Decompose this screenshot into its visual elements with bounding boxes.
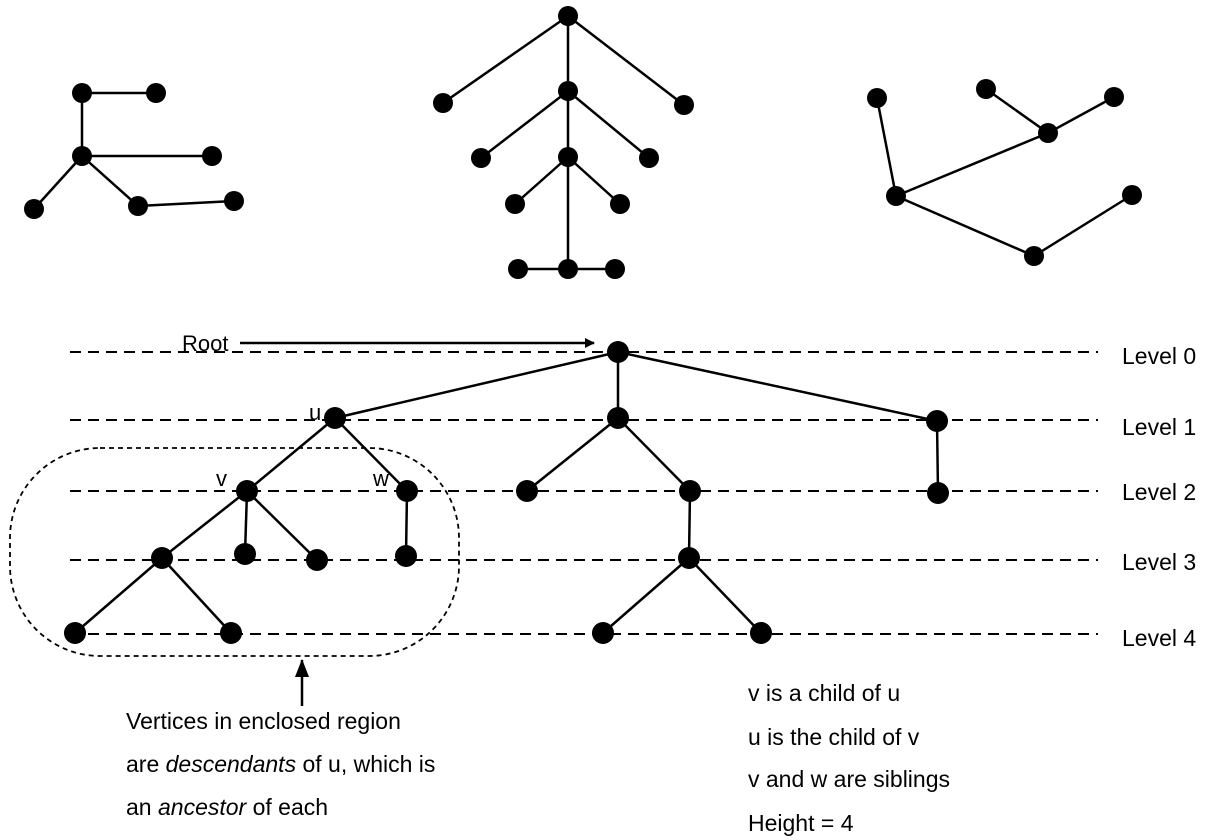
caption-text: of each	[246, 794, 328, 820]
tree-vertex	[395, 545, 417, 567]
caption-emphasis: descendants	[166, 751, 297, 777]
vertex-label-u: u	[309, 400, 321, 425]
tree-vertex	[72, 83, 92, 103]
caption-text: Vertices in enclosed region	[126, 708, 401, 734]
tree-vertex	[867, 88, 887, 108]
vertex-w	[396, 480, 418, 502]
tree-vertex	[146, 83, 166, 103]
tree-vertex	[558, 147, 578, 167]
vertex-label-v: v	[216, 466, 227, 491]
tree-vertex	[234, 543, 256, 565]
tree-vertex	[1104, 87, 1124, 107]
tree-vertex	[202, 146, 222, 166]
tree-vertex	[558, 81, 578, 101]
caption-left: Vertices in enclosed region are descenda…	[126, 708, 435, 820]
tree-vertex	[976, 79, 996, 99]
level-labels: Level 0 Level 1 Level 2 Level 3 Level 4	[1122, 343, 1196, 651]
vertex-label-w: w	[372, 466, 389, 491]
tree-vertex	[128, 196, 148, 216]
tree-vertex	[1122, 185, 1142, 205]
tree-vertex	[674, 95, 694, 115]
vertex-v	[236, 480, 258, 502]
caption-left-line-2: are descendants of u, which is	[126, 751, 435, 777]
tree-vertex	[224, 191, 244, 211]
caption-right-line-2: u is the child of v	[748, 724, 920, 750]
rooted-tree	[64, 341, 949, 644]
level-label-2: Level 2	[1122, 479, 1196, 505]
tree-vertex	[1038, 123, 1058, 143]
tree-vertex	[508, 259, 528, 279]
caption-text: an	[126, 794, 158, 820]
tree-vertex	[306, 549, 328, 571]
example-tree-3	[867, 79, 1142, 266]
tree-vertex	[558, 259, 578, 279]
tree-vertex	[610, 194, 630, 214]
tree-vertex	[927, 482, 949, 504]
tree-vertex	[750, 622, 772, 644]
vertex-u	[324, 407, 346, 429]
caption-left-line-1: Vertices in enclosed region	[126, 708, 401, 734]
tree-vertex	[471, 148, 491, 168]
tree-vertex	[607, 407, 629, 429]
level-label-4: Level 4	[1122, 625, 1196, 651]
root-label: Root	[182, 331, 228, 356]
tree-vertex	[1024, 246, 1044, 266]
tree-vertex	[505, 194, 525, 214]
tree-vertex	[151, 547, 173, 569]
caption-right-line-4: Height = 4	[748, 810, 854, 836]
root-annotation: Root	[182, 331, 595, 356]
example-tree-2	[433, 6, 694, 279]
tree-vertex	[24, 199, 44, 219]
tree-vertex	[886, 186, 906, 206]
tree-vertex	[558, 6, 578, 26]
caption-right-line-3: v and w are siblings	[748, 766, 950, 792]
tree-vertex	[679, 480, 701, 502]
level-label-1: Level 1	[1122, 414, 1196, 440]
caption-right-line-1: v is a child of u	[748, 680, 900, 706]
tree-vertex	[220, 622, 242, 644]
tree-vertex	[72, 146, 92, 166]
caption-left-line-3: an ancestor of each	[126, 794, 328, 820]
descendants-region	[9, 447, 460, 657]
caption-text: are	[126, 751, 166, 777]
tree-vertex	[433, 93, 453, 113]
caption-emphasis: ancestor	[158, 794, 248, 820]
tree-vertex	[516, 480, 538, 502]
tree-vertex	[605, 259, 625, 279]
example-tree-1	[24, 83, 244, 219]
tree-vertex	[592, 622, 614, 644]
caption-right: v is a child of u u is the child of v v …	[748, 680, 950, 836]
tree-vertex	[64, 622, 86, 644]
tree-vertex	[678, 547, 700, 569]
level-label-3: Level 3	[1122, 549, 1196, 575]
root-vertex	[607, 341, 629, 363]
caption-text: of u, which is	[296, 751, 435, 777]
tree-vertex	[926, 410, 948, 432]
tree-vertex	[639, 148, 659, 168]
level-label-0: Level 0	[1122, 343, 1196, 369]
